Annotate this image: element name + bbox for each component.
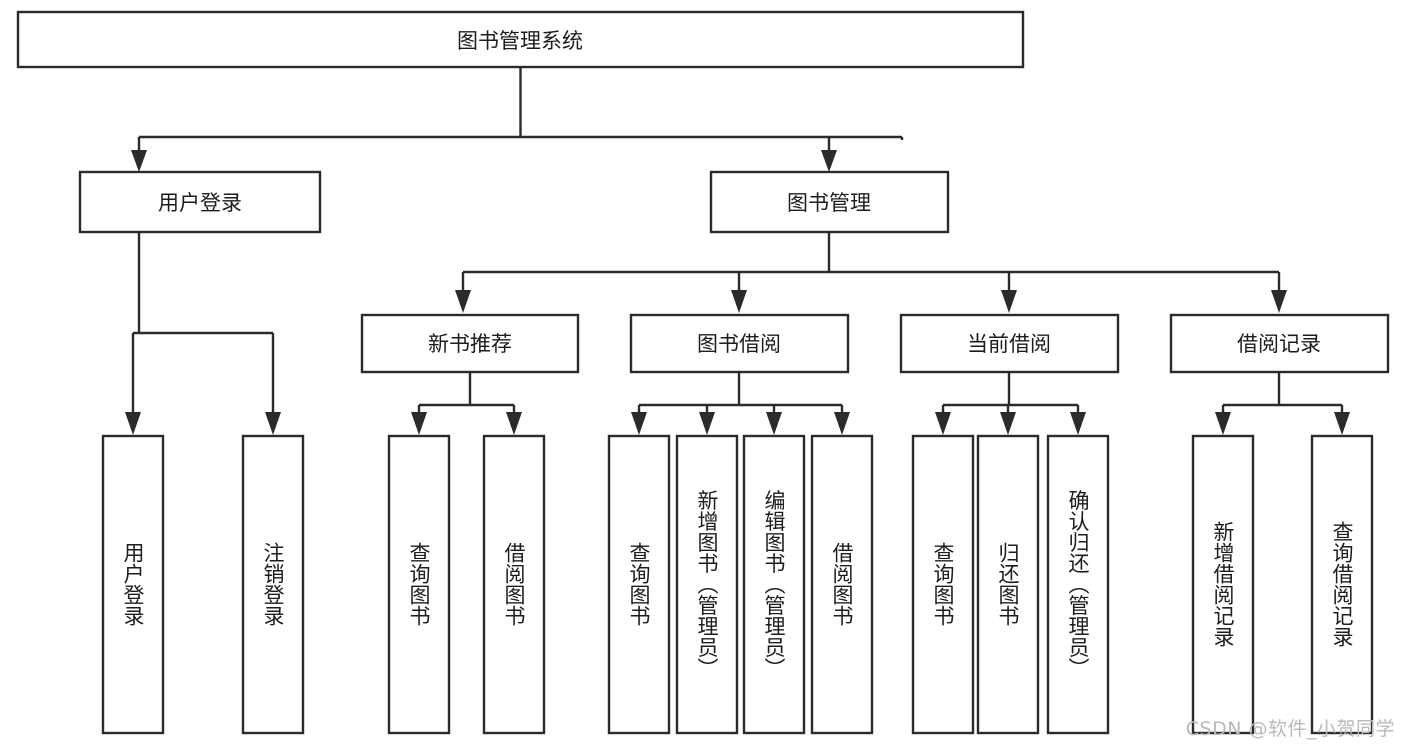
arrow-head-cb-1: [935, 412, 951, 435]
leaf-bb-edit-book-box[interactable]: [742, 434, 806, 735]
leaf-node-cb-return-book[interactable]: 归还图书: [976, 434, 1040, 735]
arrow-head-leaf-user-login: [125, 412, 141, 435]
connector-group-new-book-leaves: [411, 372, 522, 435]
leaf-node-bb-add-book[interactable]: 新增图书（管理员）: [675, 434, 739, 735]
connector-group-borrow-record-leaves: [1215, 372, 1350, 435]
leaf-br-add-record-label: 新增借阅记录: [1211, 521, 1235, 647]
leaf-br-add-record-box[interactable]: [1191, 434, 1255, 735]
leaf-br-query-record-label: 查询借阅记录: [1330, 521, 1354, 647]
csdn-watermark: CSDN @软件_小贺同学: [1185, 718, 1395, 740]
node-book-management-box[interactable]: [709, 170, 950, 234]
leaf-br-query-record-box[interactable]: [1310, 434, 1374, 735]
node-user-login-label: 用户登录: [158, 191, 242, 215]
arrow-head-book-manage: [821, 150, 837, 172]
leaf-nb-borrow-book-label: 借阅图书: [502, 542, 526, 626]
arrow-head-bb-4: [834, 412, 850, 435]
leaf-bb-add-book-label: 新增图书（管理员）: [695, 490, 719, 679]
leaf-cb-return-book-box[interactable]: [976, 434, 1040, 735]
leaf-bb-edit-book-label: 编辑图书（管理员）: [762, 490, 786, 679]
leaf-node-bb-borrow-book[interactable]: 借阅图书: [810, 434, 874, 735]
leaf-cb-confirm-return-box[interactable]: [1046, 434, 1110, 735]
leaf-node-bb-query-book[interactable]: 查询图书: [607, 434, 671, 735]
arrow-head-br-1: [1215, 412, 1231, 435]
node-book-management[interactable]: 图书管理: [709, 170, 950, 234]
node-current-borrow-label: 当前借阅: [967, 332, 1051, 356]
node-user-login-box[interactable]: [78, 170, 322, 234]
leaf-node-nb-borrow-book[interactable]: 借阅图书: [482, 434, 546, 735]
leaf-nb-query-book-box[interactable]: [387, 434, 451, 735]
leaf-cb-query-book-label: 查询图书: [931, 542, 955, 626]
leaf-logout-label: 注销登录: [261, 542, 285, 626]
node-current-borrow-box[interactable]: [899, 313, 1120, 374]
leaf-node-user-login[interactable]: 用户登录: [101, 434, 165, 735]
leaf-user-login-box[interactable]: [101, 434, 165, 735]
connector-group-book-borrow-leaves: [631, 372, 850, 435]
leaf-node-nb-query-book[interactable]: 查询图书: [387, 434, 451, 735]
node-book-borrow[interactable]: 图书借阅: [629, 313, 850, 374]
node-new-book-recommend-label: 新书推荐: [428, 332, 512, 356]
leaf-bb-query-book-box[interactable]: [607, 434, 671, 735]
arrow-head-new-book: [455, 290, 471, 313]
node-new-book-recommend[interactable]: 新书推荐: [360, 313, 580, 374]
node-book-management-label: 图书管理: [787, 191, 871, 215]
node-borrow-record[interactable]: 借阅记录: [1169, 313, 1390, 374]
connector-group-root-to-level2: [131, 67, 904, 172]
leaf-node-cb-confirm-return[interactable]: 确认归还（管理员）: [1046, 434, 1110, 735]
leaf-node-br-add-record[interactable]: 新增借阅记录: [1191, 434, 1255, 735]
node-root-label: 图书管理系统: [457, 29, 583, 53]
node-user-login[interactable]: 用户登录: [78, 170, 322, 234]
arrow-head-nb-2: [506, 412, 522, 435]
leaf-cb-query-book-box[interactable]: [911, 434, 975, 735]
node-new-book-recommend-box[interactable]: [360, 313, 580, 374]
leaf-node-br-query-record[interactable]: 查询借阅记录: [1310, 434, 1374, 735]
leaf-logout-box[interactable]: [241, 434, 305, 735]
leaf-bb-add-book-box[interactable]: [675, 434, 739, 735]
leaf-node-logout[interactable]: 注销登录: [241, 434, 305, 735]
leaf-nb-query-book-label: 查询图书: [407, 542, 431, 626]
arrow-head-current-borrow: [1001, 290, 1017, 313]
connector-group-current-borrow-leaves: [935, 372, 1086, 435]
arrow-head-user-login: [131, 150, 147, 172]
node-borrow-record-label: 借阅记录: [1237, 332, 1321, 356]
node-root-system[interactable]: 图书管理系统: [16, 10, 1025, 69]
leaf-cb-confirm-return-label: 确认归还（管理员）: [1066, 490, 1090, 679]
connector-group-book-manage-to-level3: [455, 233, 1287, 313]
arrow-head-leaf-logout: [265, 412, 281, 435]
node-borrow-record-box[interactable]: [1169, 313, 1390, 374]
arrow-head-nb-1: [411, 412, 427, 435]
arrow-head-cb-2: [1000, 412, 1016, 435]
arrow-head-cb-3: [1070, 412, 1086, 435]
arrow-head-bb-1: [631, 412, 647, 435]
arrow-head-borrow-record: [1271, 290, 1287, 313]
arrow-head-br-2: [1334, 412, 1350, 435]
leaf-user-login-label: 用户登录: [121, 542, 145, 626]
arrow-head-book-borrow: [731, 290, 747, 313]
leaf-bb-borrow-book-label: 借阅图书: [830, 542, 854, 626]
node-book-borrow-label: 图书借阅: [697, 332, 781, 356]
arrow-head-bb-3: [766, 412, 782, 435]
leaf-nb-borrow-book-box[interactable]: [482, 434, 546, 735]
node-current-borrow[interactable]: 当前借阅: [899, 313, 1120, 374]
leaf-node-bb-edit-book[interactable]: 编辑图书（管理员）: [742, 434, 806, 735]
leaf-bb-borrow-book-box[interactable]: [810, 434, 874, 735]
arrow-head-bb-2: [699, 412, 715, 435]
leaf-node-cb-query-book[interactable]: 查询图书: [911, 434, 975, 735]
leaf-cb-return-book-label: 归还图书: [996, 542, 1020, 626]
node-root-box[interactable]: [16, 10, 1025, 69]
connector-group-user-login-leaves: [125, 232, 281, 435]
leaf-bb-query-book-label: 查询图书: [627, 542, 651, 626]
node-book-borrow-box[interactable]: [629, 313, 850, 374]
